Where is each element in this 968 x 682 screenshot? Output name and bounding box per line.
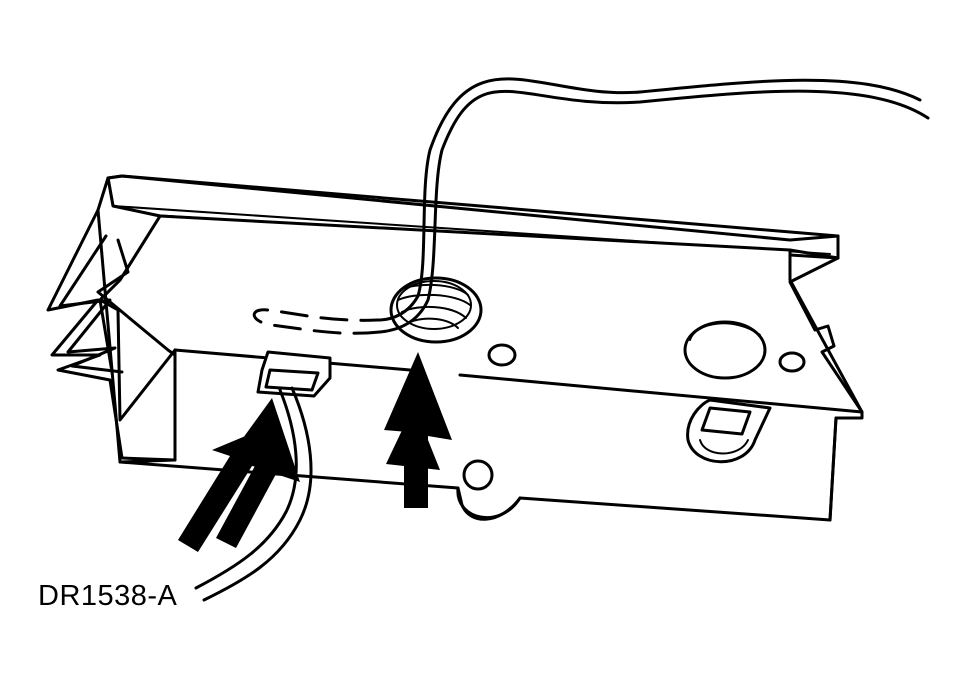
- panel-bottom-tab: [456, 486, 522, 519]
- figure-id-label: DR1538-A: [38, 580, 178, 612]
- left-rod-clip-window: [264, 368, 320, 392]
- small-hole-bottom-tab: [462, 459, 494, 491]
- rod-hidden-segment: [252, 308, 382, 335]
- large-hole-inner-edge: [689, 322, 761, 341]
- actuator-rods: [194, 77, 930, 602]
- mounting-panel: [98, 174, 864, 522]
- right-clip-loop-inner: [699, 439, 749, 455]
- thread-line-1: [399, 283, 469, 296]
- lower-rod-inner: [194, 388, 298, 590]
- upper-rod-inner: [376, 77, 922, 322]
- small-hole-right: [778, 351, 806, 373]
- arrow-left-upper: [216, 398, 300, 548]
- thread-line-2: [397, 293, 471, 306]
- flange-bottom-edge: [120, 456, 177, 462]
- flange-zigzag-b: [58, 234, 124, 374]
- panel-right-edge: [788, 248, 864, 414]
- flange-zigzag-a: [46, 208, 124, 460]
- panel-top-rail: [106, 174, 840, 260]
- panel-holes: [389, 276, 806, 491]
- flange-zigzag-c: [96, 238, 177, 357]
- arrow-right-lower: [386, 405, 440, 508]
- upper-rod-outer: [378, 89, 930, 334]
- arrow-left-lower: [178, 432, 270, 552]
- right-clip-window: [700, 406, 752, 436]
- callout-arrows: [178, 352, 452, 552]
- large-round-hole: [683, 320, 767, 380]
- panel-lower-step: [828, 416, 838, 522]
- lower-rod-outer: [202, 386, 313, 602]
- left-end-flange: [46, 176, 177, 464]
- small-hole-center: [487, 343, 517, 367]
- retaining-clips: [256, 350, 772, 464]
